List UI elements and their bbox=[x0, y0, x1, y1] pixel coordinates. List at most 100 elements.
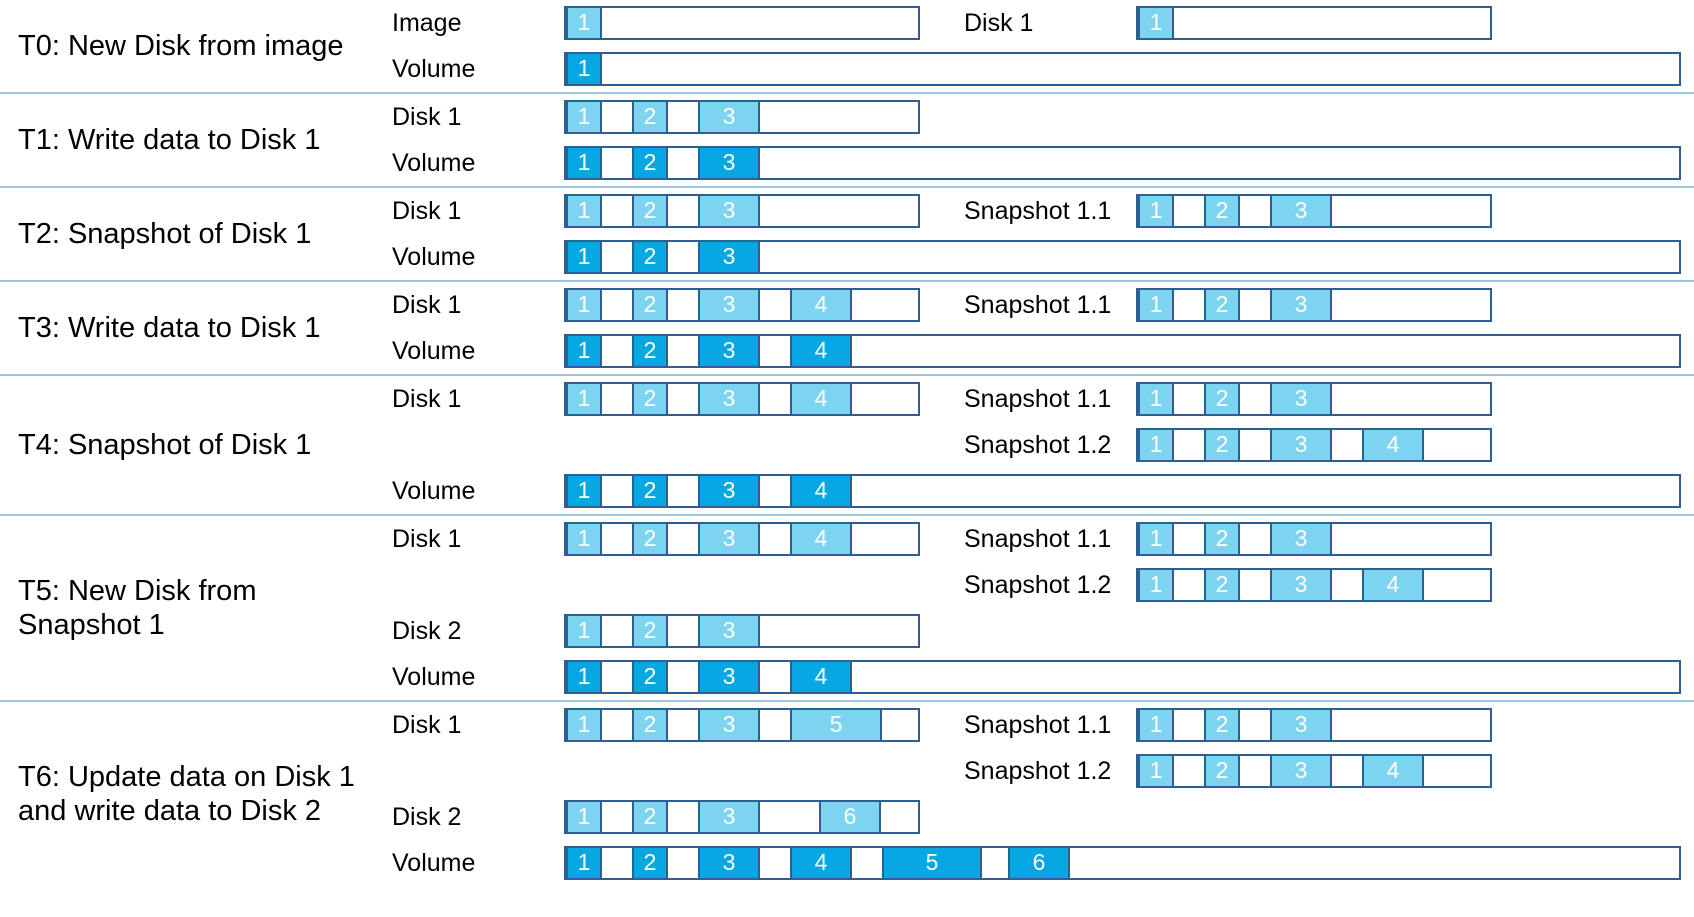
data-block: 3 bbox=[698, 845, 760, 880]
data-block: 3 bbox=[1270, 427, 1332, 462]
data-block: 1 bbox=[566, 333, 602, 368]
subrow-label-disk1: Disk 1 bbox=[392, 102, 462, 131]
data-block: 3 bbox=[698, 521, 760, 556]
right-row-label-snapshot11: Snapshot 1.1 bbox=[964, 710, 1112, 739]
subrow-label-volume: Volume bbox=[392, 662, 476, 691]
bar-track-disk1: 1 bbox=[1136, 5, 1492, 40]
data-block: 3 bbox=[698, 799, 760, 834]
data-block: 2 bbox=[1204, 381, 1240, 416]
step-label-t4: T4: Snapshot of Disk 1 bbox=[18, 428, 312, 461]
data-block: 4 bbox=[790, 473, 852, 508]
step-label-t0: T0: New Disk from image bbox=[18, 29, 344, 62]
data-block: 5 bbox=[790, 707, 882, 742]
data-block: 4 bbox=[790, 845, 852, 880]
right-row-label-disk1: Disk 1 bbox=[964, 8, 1034, 37]
subrow-label-volume: Volume bbox=[392, 54, 476, 83]
data-block: 1 bbox=[1138, 381, 1174, 416]
data-block: 3 bbox=[1270, 707, 1332, 742]
data-block: 2 bbox=[632, 613, 668, 648]
data-block: 6 bbox=[1008, 845, 1070, 880]
step-label-t1: T1: Write data to Disk 1 bbox=[18, 123, 321, 156]
step-label-t5: T5: New Disk from Snapshot 1 bbox=[18, 574, 257, 641]
right-row-label-snapshot11: Snapshot 1.1 bbox=[964, 290, 1112, 319]
bar-track-volume: 1 bbox=[564, 51, 1681, 86]
subrow-label-disk2: Disk 2 bbox=[392, 802, 462, 831]
data-block: 3 bbox=[698, 707, 760, 742]
data-block: 2 bbox=[1204, 567, 1240, 602]
data-block: 3 bbox=[1270, 521, 1332, 556]
right-row-label-snapshot12: Snapshot 1.2 bbox=[964, 570, 1112, 599]
right-row-label-snapshot12: Snapshot 1.2 bbox=[964, 756, 1112, 785]
right-row-label-snapshot11: Snapshot 1.1 bbox=[964, 384, 1112, 413]
data-block: 4 bbox=[790, 659, 852, 694]
data-block: 4 bbox=[790, 287, 852, 322]
data-block: 4 bbox=[790, 381, 852, 416]
subrow-label-volume: Volume bbox=[392, 242, 476, 271]
right-row-label-snapshot11: Snapshot 1.1 bbox=[964, 196, 1112, 225]
data-block: 1 bbox=[566, 613, 602, 648]
data-block: 1 bbox=[566, 845, 602, 880]
data-block: 1 bbox=[1138, 5, 1174, 40]
data-block: 2 bbox=[632, 333, 668, 368]
step-label-t2: T2: Snapshot of Disk 1 bbox=[18, 217, 312, 250]
subrow-volume: Volume 1 bbox=[392, 46, 1694, 92]
data-block: 2 bbox=[1204, 521, 1240, 556]
data-block: 2 bbox=[1204, 753, 1240, 788]
data-block: 1 bbox=[566, 707, 602, 742]
data-block: 3 bbox=[1270, 287, 1332, 322]
data-block: 1 bbox=[1138, 427, 1174, 462]
data-block: 3 bbox=[698, 287, 760, 322]
data-block: 1 bbox=[566, 521, 602, 556]
data-block: 4 bbox=[790, 333, 852, 368]
data-block: 1 bbox=[1138, 707, 1174, 742]
step-row-t6: T6: Update data on Disk 1 and write data… bbox=[0, 700, 1694, 886]
data-block: 1 bbox=[566, 5, 602, 40]
data-block: 3 bbox=[698, 193, 760, 228]
data-block: 1 bbox=[566, 193, 602, 228]
data-block: 2 bbox=[632, 381, 668, 416]
data-block: 3 bbox=[698, 613, 760, 648]
subrow-label-volume: Volume bbox=[392, 148, 476, 177]
data-block: 4 bbox=[1362, 427, 1424, 462]
step-label-t6: T6: Update data on Disk 1 and write data… bbox=[18, 760, 355, 827]
data-block: 3 bbox=[698, 659, 760, 694]
data-block: 1 bbox=[566, 99, 602, 134]
subrow-label-volume: Volume bbox=[392, 476, 476, 505]
